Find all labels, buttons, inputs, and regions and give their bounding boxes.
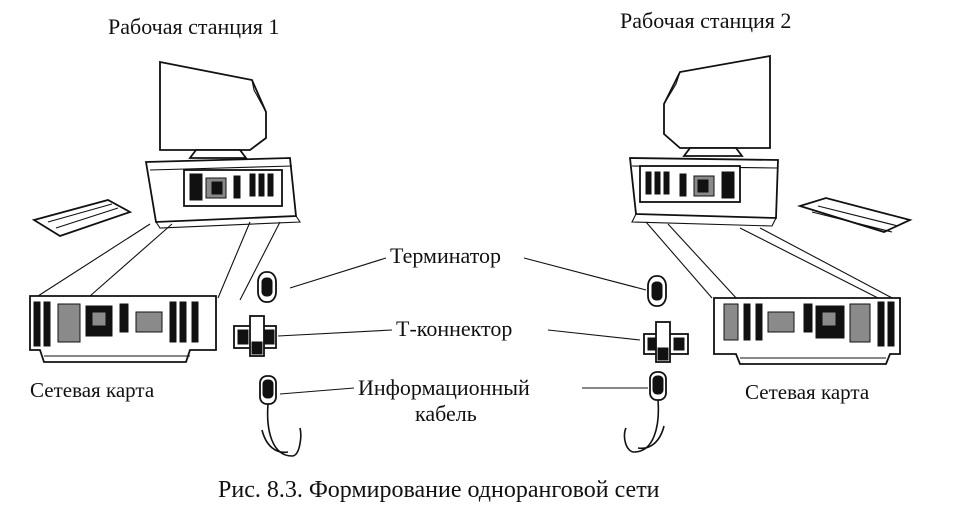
connector-line-2b <box>667 223 739 301</box>
monitor-1-icon <box>159 60 267 159</box>
cable-label-line2: кабель <box>415 401 477 426</box>
system-unit-1-icon <box>144 157 301 229</box>
keyboard-1-icon <box>31 199 133 237</box>
workstation-2 <box>628 54 913 365</box>
cable-right-icon <box>623 371 667 453</box>
cable-left-icon <box>259 375 302 457</box>
network-card-1-icon <box>29 295 217 363</box>
connector-line-1a <box>37 223 151 297</box>
connector-line-2c <box>739 227 879 299</box>
t-connector-left-icon <box>233 315 277 357</box>
leader-cable-left <box>279 387 355 395</box>
terminator-left-icon <box>257 271 277 303</box>
workstation-1 <box>29 60 301 363</box>
network-card-2-icon <box>713 297 901 365</box>
leader-terminator-left <box>289 257 387 289</box>
connector-line-1c <box>217 221 251 299</box>
workstation-1-title: Рабочая станция 1 <box>108 14 280 39</box>
leader-terminator-right <box>523 257 647 291</box>
network-card-label-left: Сетевая карта <box>30 378 155 402</box>
monitor-2-icon <box>663 54 771 157</box>
connector-line-2a <box>645 221 713 299</box>
t-connector-label: Т-коннектор <box>396 316 513 341</box>
connector-line-1d <box>239 221 281 301</box>
terminator-right-icon <box>647 275 667 307</box>
t-connector-right-icon <box>643 321 689 363</box>
connector-line-2d <box>759 227 897 301</box>
network-card-label-right: Сетевая карта <box>745 380 870 404</box>
figure-caption: Рис. 8.3. Формирование одноранговой сети <box>218 477 660 503</box>
terminator-label: Терминатор <box>390 243 502 268</box>
system-unit-2-icon <box>628 157 779 227</box>
leader-tconnector-left <box>277 329 393 337</box>
leader-tconnector-right <box>547 329 641 341</box>
workstation-2-title: Рабочая станция 2 <box>620 8 792 33</box>
keyboard-2-icon <box>796 197 913 233</box>
cable-label-line1: Информационный <box>358 375 530 400</box>
connector-line-1b <box>89 223 173 297</box>
